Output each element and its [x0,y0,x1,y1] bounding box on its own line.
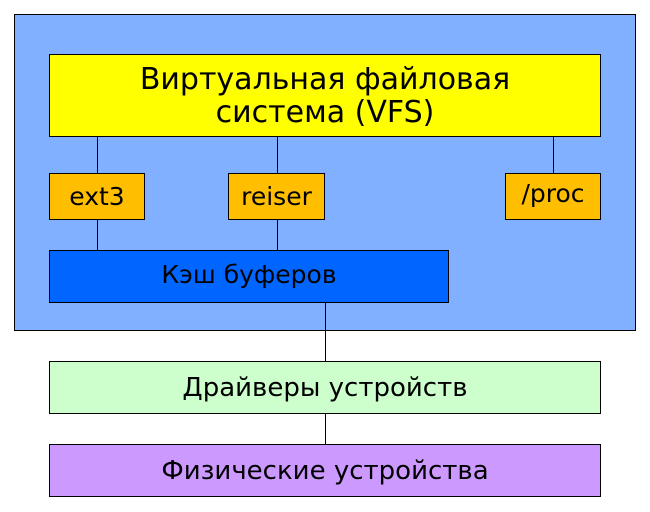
proc-label: /proc [521,179,585,208]
proc-node: /proc [505,173,601,220]
ext3-label: ext3 [69,182,125,211]
device-drivers-node: Драйверы устройств [49,361,601,414]
buffer-cache-label: Кэш буферов [161,260,337,289]
vfs-label: Виртуальная файловая система (VFS) [139,61,511,130]
edge-vfs-ext3 [97,137,98,173]
edge-device-drivers-physical-devices [325,414,326,444]
reiser-node: reiser [228,173,325,220]
edge-reiser-buffer-cache [277,220,278,250]
edge-buffer-cache-device-drivers [325,303,326,361]
edge-ext3-buffer-cache [97,220,98,250]
vfs-node: Виртуальная файловая система (VFS) [49,54,601,137]
ext3-node: ext3 [49,173,145,220]
physical-devices-node: Физические устройства [49,444,601,497]
physical-devices-label: Физические устройства [161,455,489,486]
device-drivers-label: Драйверы устройств [182,372,468,403]
buffer-cache-node: Кэш буферов [49,250,449,303]
reiser-label: reiser [241,182,312,211]
edge-vfs-proc [553,137,554,173]
edge-vfs-reiser [277,137,278,173]
